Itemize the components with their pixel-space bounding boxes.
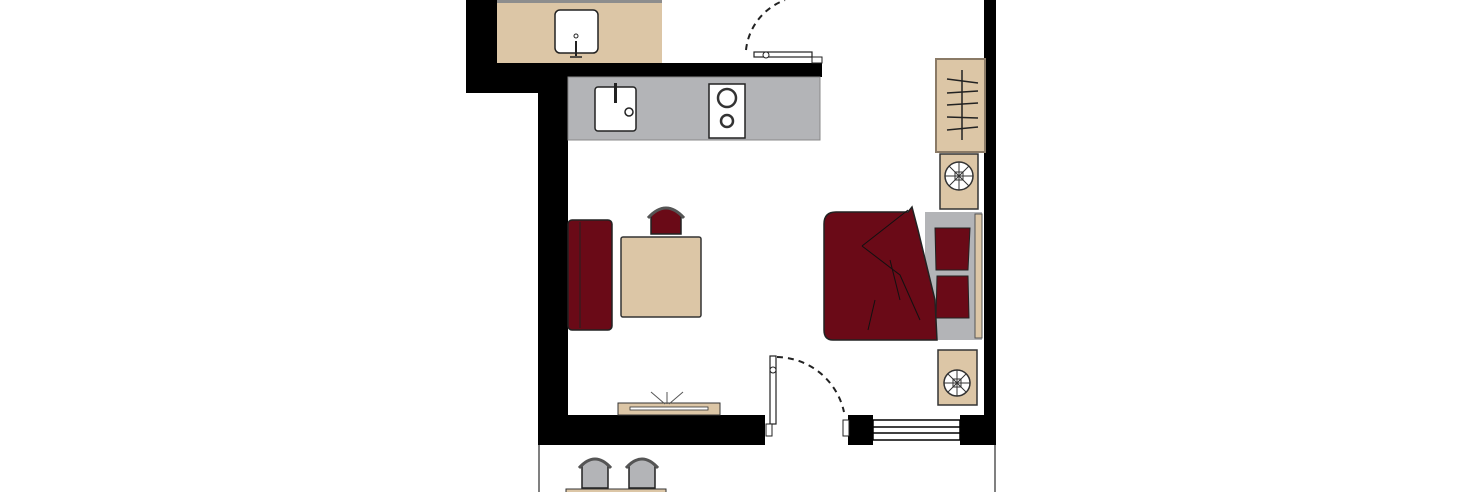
bathroom-counter: [497, 0, 662, 63]
door-entrance: [765, 355, 850, 437]
bed: [823, 205, 983, 341]
door-top: [745, 0, 823, 64]
duvet: [823, 205, 938, 341]
tv-unit: [617, 391, 721, 416]
sofa: [567, 219, 613, 331]
wall-bottom-left: [538, 415, 765, 445]
wall-bottom-right-b: [960, 415, 996, 445]
wall-bath-kitchen: [497, 63, 822, 77]
pillow: [935, 275, 970, 319]
nightstand-top: [939, 153, 979, 210]
window-bottom: [872, 419, 961, 441]
dining-table: [620, 236, 702, 318]
chair-balcony: [624, 457, 660, 489]
balcony-table: [565, 488, 667, 492]
chair-balcony: [577, 457, 613, 489]
wardrobe: [935, 58, 986, 153]
pillow: [934, 227, 971, 271]
chair-dining: [646, 206, 686, 235]
walls: [466, 0, 996, 445]
nightstand-bottom: [937, 349, 978, 406]
balcony: [538, 445, 996, 492]
wall-right: [984, 0, 996, 445]
wall-left: [538, 77, 568, 445]
wall-bottom-right-a: [848, 415, 873, 445]
kitchen-counter: [567, 76, 821, 141]
